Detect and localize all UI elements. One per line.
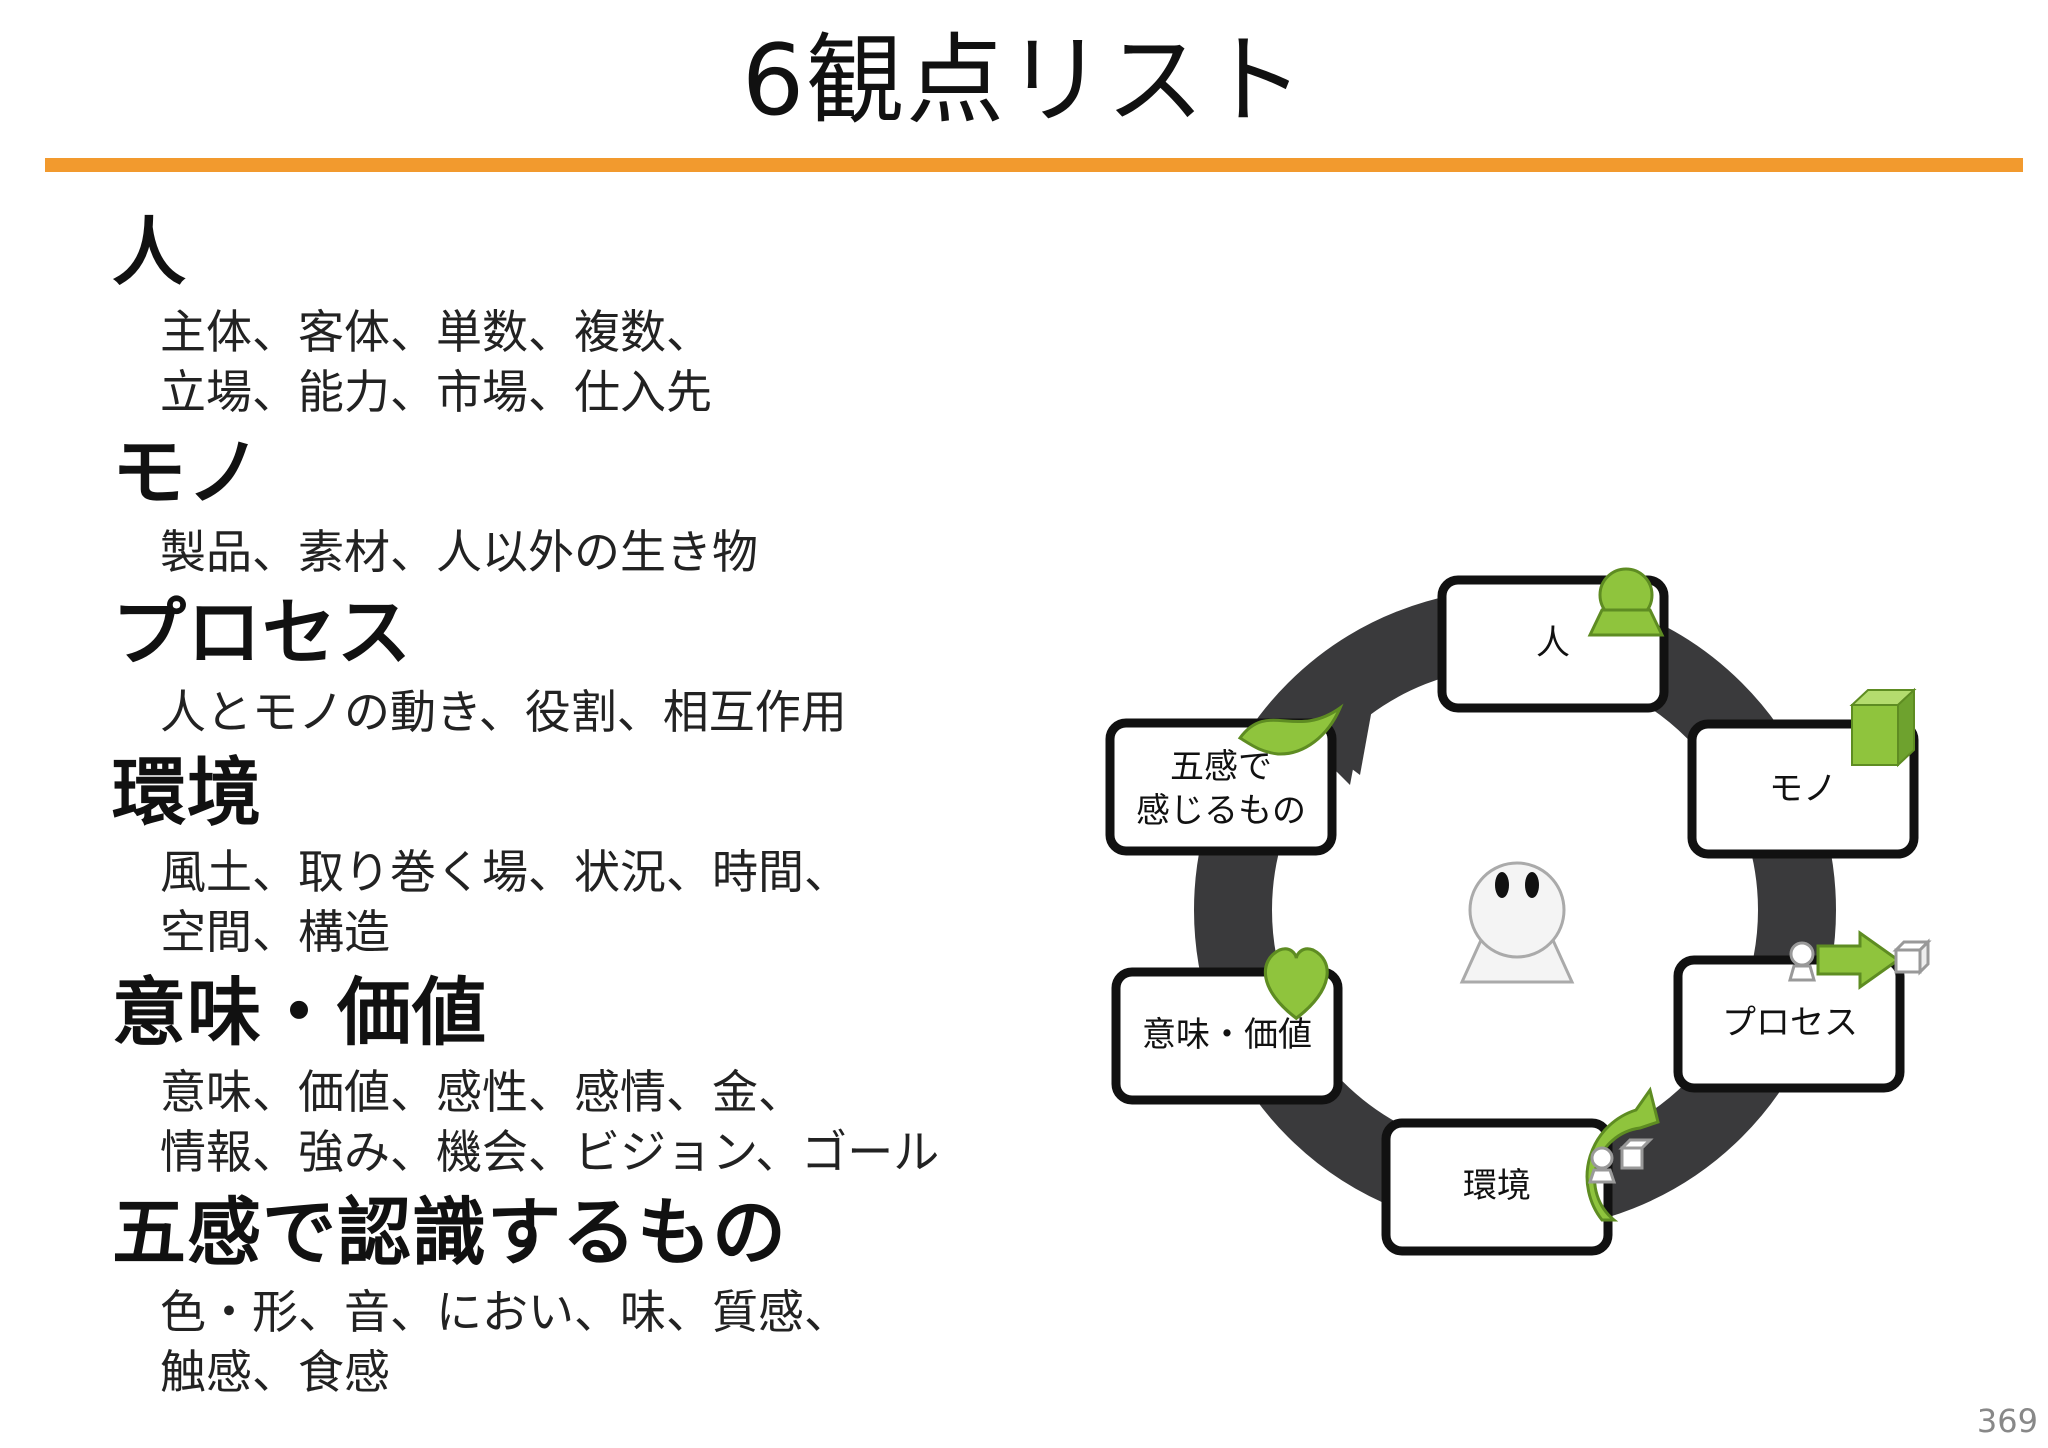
category-heading: 意味・価値 — [112, 970, 487, 1056]
title-divider — [45, 158, 2023, 172]
node-label-person: 人 — [1536, 623, 1570, 663]
category-heading: 人 — [112, 210, 187, 296]
category-person: 人 主体、客体、単数、複数、 立場、能力、市場、仕入先 — [112, 210, 1112, 422]
node-label-senses-line1: 五感で — [1170, 747, 1272, 787]
category-five-senses: 五感で認識するもの 色・形、音、におい、味、質感、 触感、食感 — [112, 1190, 1112, 1402]
node-label-thing: モノ — [1769, 769, 1837, 809]
category-description: 製品、素材、人以外の生き物 — [160, 525, 758, 579]
mascot-icon — [1459, 861, 1575, 984]
category-thing: モノ 製品、素材、人以外の生き物 — [112, 430, 1112, 582]
category-heading: 環境 — [112, 750, 262, 836]
person-icon — [1587, 567, 1665, 637]
category-description: 色・形、音、におい、味、質感、 触感、食感 — [160, 1285, 850, 1399]
node-label-senses-line2: 感じるもの — [1136, 791, 1306, 831]
slide-title: 6観点リスト — [741, 24, 1307, 138]
category-heading: モノ — [112, 430, 262, 516]
cube-icon — [1849, 687, 1917, 768]
category-meaning-value: 意味・価値 意味、価値、感性、感情、金、 情報、強み、機会、ビジョン、ゴール — [112, 970, 1112, 1182]
node-label-process: プロセス — [1722, 1003, 1858, 1043]
perspective-list: 人 主体、客体、単数、複数、 立場、能力、市場、仕入先 モノ 製品、素材、人以外… — [112, 210, 1112, 1410]
node-label-environment: 環境 — [1463, 1166, 1531, 1206]
node-person: 人 — [1437, 567, 1669, 713]
category-heading: 五感で認識するもの — [112, 1190, 787, 1276]
category-environment: 環境 風土、取り巻く場、状況、時間、 空間、構造 — [112, 750, 1112, 962]
page-number: 369 — [1976, 1402, 2038, 1440]
category-description: 主体、客体、単数、複数、 立場、能力、市場、仕入先 — [160, 305, 712, 419]
arrow-process-icon — [1788, 930, 1932, 990]
node-five-senses: 五感で 感じるもの — [1105, 703, 1344, 856]
category-description: 風土、取り巻く場、状況、時間、 空間、構造 — [160, 845, 850, 959]
curved-arrow-icon — [1585, 1086, 1660, 1222]
node-process: プロセス — [1673, 930, 1932, 1093]
category-description: 人とモノの動き、役割、相互作用 — [160, 685, 847, 739]
category-description: 意味、価値、感性、感情、金、 情報、強み、機会、ビジョン、ゴール — [160, 1065, 940, 1179]
cycle-diagram: 人 モノ プロセス 環境 — [1105, 567, 1932, 1256]
node-environment: 環境 — [1381, 1086, 1660, 1256]
node-thing: モノ — [1687, 687, 1919, 859]
heart-icon — [1263, 947, 1329, 1021]
node-label-meaning: 意味・価値 — [1142, 1015, 1312, 1055]
category-process: プロセス 人とモノの動き、役割、相互作用 — [112, 590, 1112, 742]
leaf-icon — [1237, 703, 1344, 756]
node-meaning-value: 意味・価値 — [1111, 947, 1343, 1105]
category-heading: プロセス — [112, 590, 412, 676]
